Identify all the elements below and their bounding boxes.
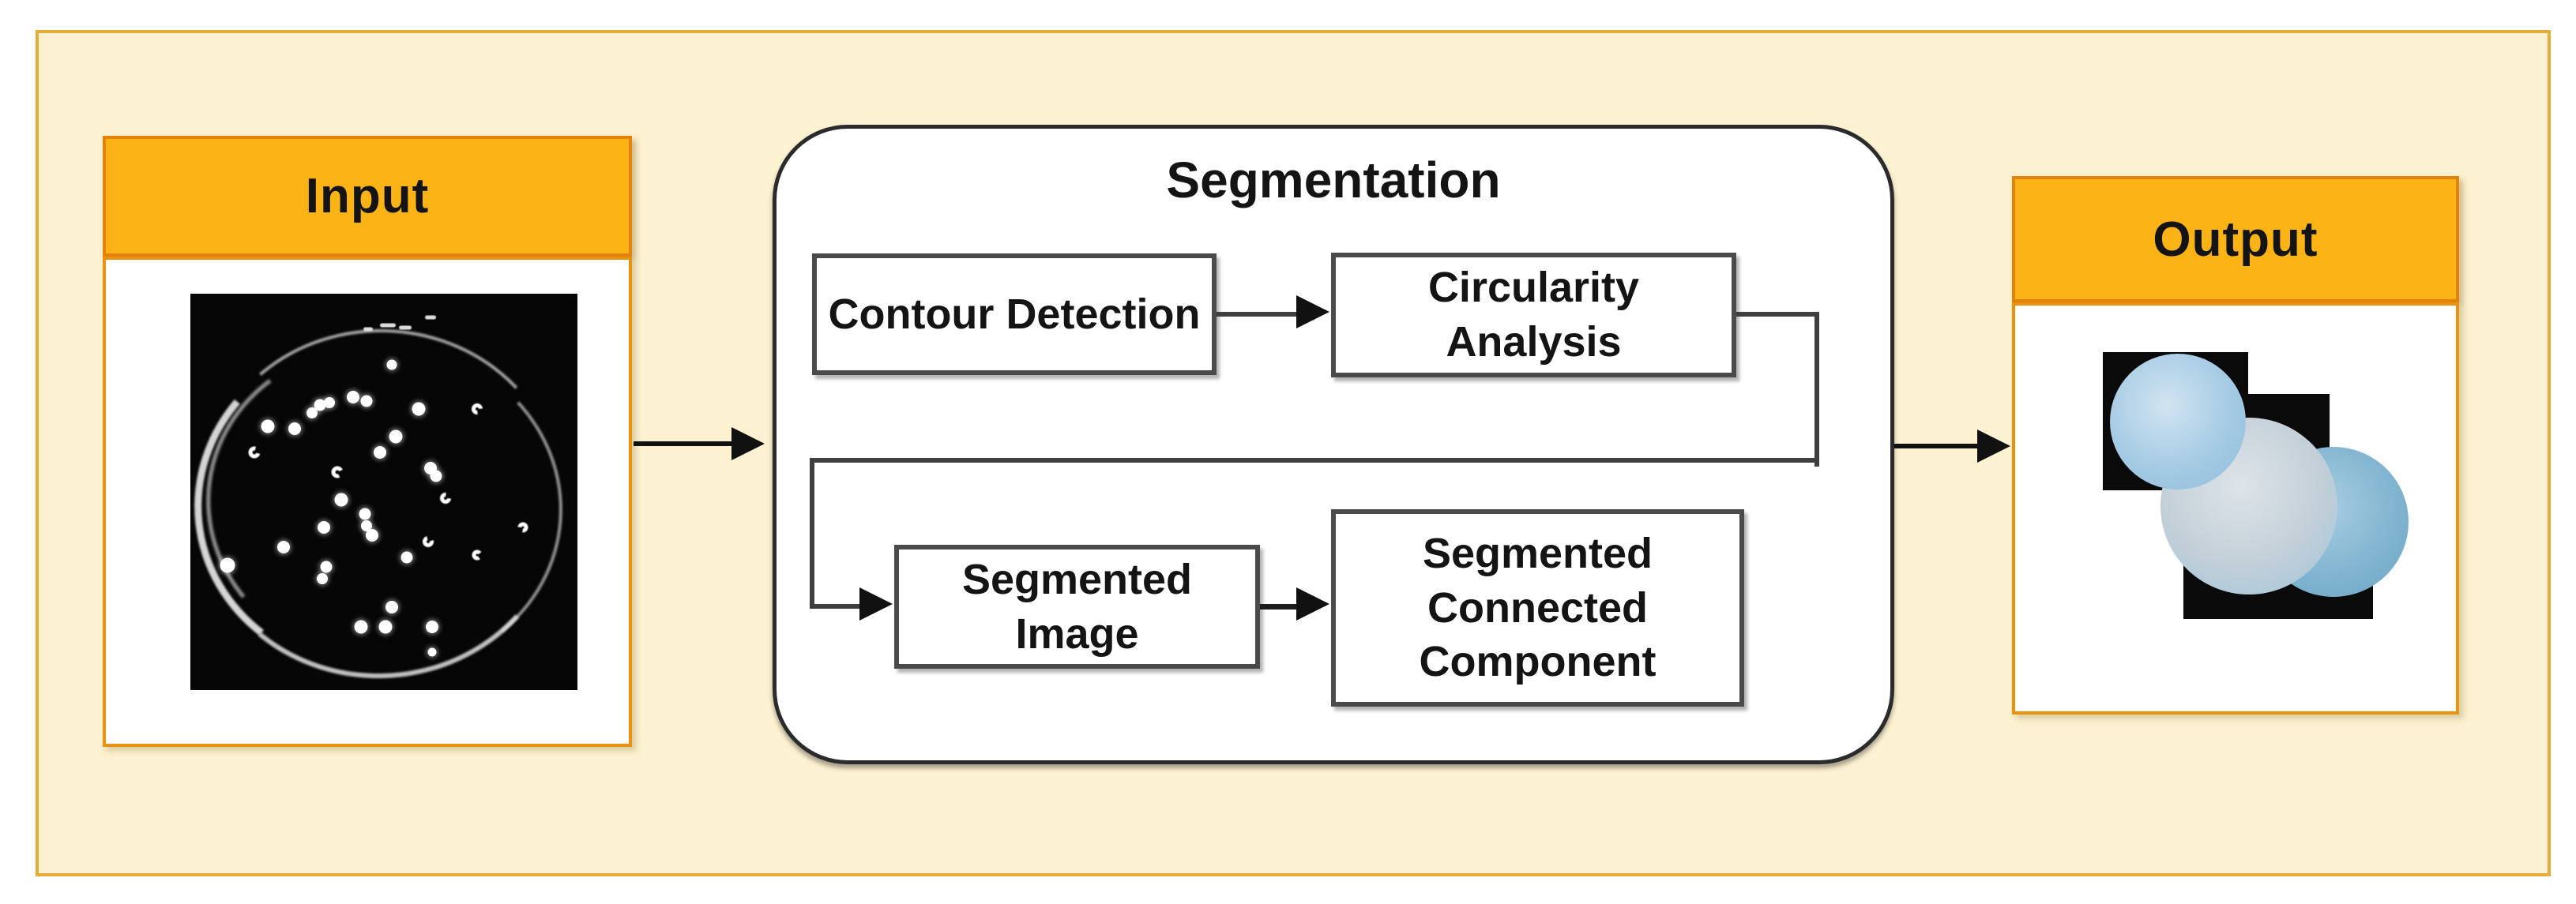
arrowhead-icon	[1296, 295, 1329, 328]
colony-dot	[346, 390, 359, 403]
arrowhead-icon	[1977, 429, 2010, 463]
node-label: Circularity Analysis	[1427, 264, 1640, 366]
colony-dot	[354, 620, 368, 634]
node-label: Segmented Image	[961, 555, 1193, 658]
segmentation-title: Segmentation	[1166, 152, 1501, 208]
colony-dot	[385, 600, 398, 613]
rim-speck	[379, 323, 396, 328]
arrow-shaft	[1894, 444, 1980, 448]
segmented-colonies-image	[2015, 306, 2456, 711]
connector-segment	[810, 458, 1819, 463]
colony-dot	[360, 395, 373, 407]
colony-dot	[412, 402, 426, 416]
connector-segment	[810, 458, 814, 609]
colony-dot	[318, 521, 331, 535]
colony-dot	[401, 551, 413, 564]
colony-dot	[288, 422, 302, 435]
node-label: Segmented Connected Component	[1419, 530, 1657, 686]
colony-dot	[386, 359, 397, 370]
colony-dot	[334, 493, 348, 507]
input-panel-body	[103, 257, 632, 747]
input-panel-header: Input	[103, 136, 632, 257]
arrowhead-icon	[1296, 587, 1329, 621]
colony-dot	[316, 573, 328, 585]
colony-dot	[427, 647, 437, 657]
node-segmented-image: Segmented Image	[894, 545, 1260, 669]
arrow-shaft	[1217, 312, 1299, 317]
colony-dot	[261, 419, 275, 433]
node-contour-detection: Contour Detection	[812, 253, 1217, 375]
output-panel-header: Output	[2012, 176, 2459, 302]
colony-dot	[306, 407, 318, 418]
arrowhead-icon	[859, 587, 893, 621]
colony-dot	[389, 429, 403, 444]
arrowhead-icon	[731, 427, 765, 460]
colony-dot	[374, 445, 387, 459]
petri-dish-image	[190, 294, 577, 690]
rim-speck	[424, 315, 436, 320]
connector-segment	[1736, 312, 1819, 317]
colony-dot	[314, 399, 326, 411]
colony-dot	[276, 541, 290, 554]
colony-dot	[324, 397, 336, 409]
colony-dot	[426, 620, 439, 633]
arrow-shaft	[1260, 604, 1301, 610]
node-segmented-connected-component: Segmented Connected Component	[1331, 509, 1744, 707]
colony-dot	[220, 557, 235, 573]
colony-dot	[320, 561, 332, 573]
node-circularity-analysis: Circularity Analysis	[1331, 253, 1736, 377]
connector-segment	[810, 604, 865, 609]
colony-dot	[430, 470, 442, 482]
rim-speck	[398, 325, 412, 330]
colony-dot	[366, 529, 379, 542]
input-panel-title: Input	[305, 169, 430, 223]
connector-segment	[1814, 312, 1819, 467]
colony-dot	[360, 520, 372, 531]
colony-dot	[359, 508, 370, 520]
output-panel-body	[2012, 302, 2459, 715]
output-panel-title: Output	[2153, 212, 2318, 267]
rim-speck	[363, 327, 374, 332]
colony-disc-light	[2110, 354, 2246, 490]
arrow-shaft	[634, 441, 735, 446]
node-label: Contour Detection	[828, 290, 1201, 338]
segmentation-group: Segmentation Contour Detection Circulari…	[773, 125, 1894, 764]
colony-dot	[378, 620, 393, 634]
